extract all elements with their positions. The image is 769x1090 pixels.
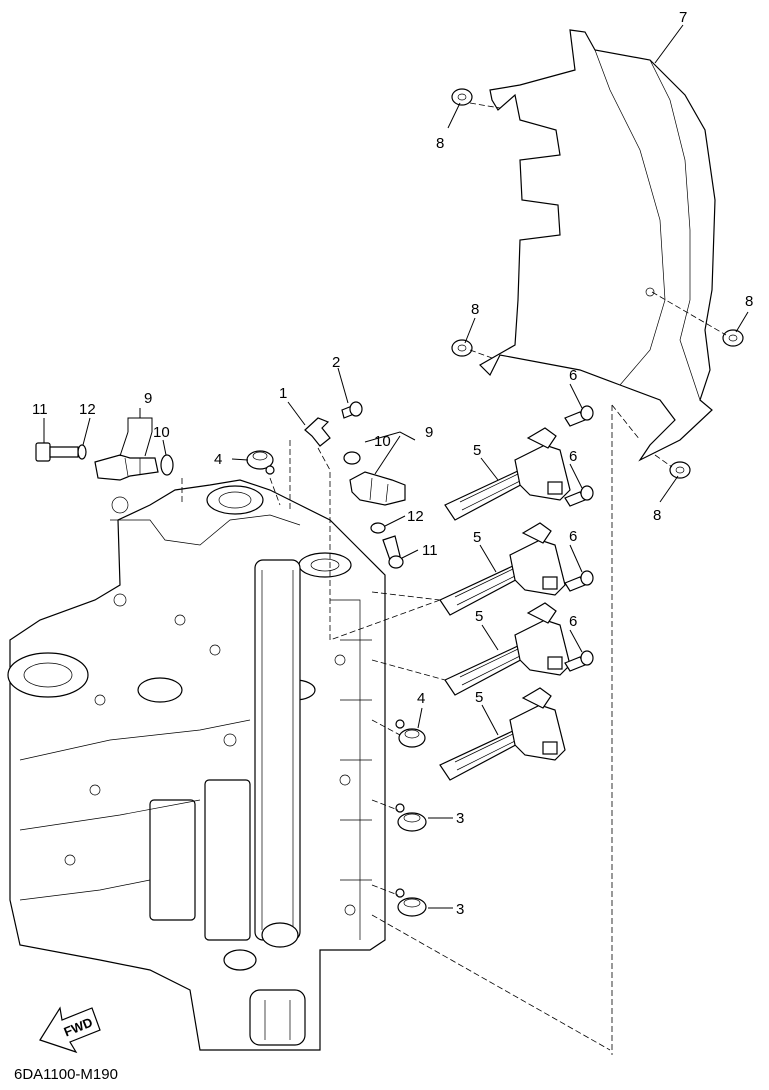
- bolt-11-right: [382, 535, 404, 569]
- ignition-coil-1: [444, 427, 571, 521]
- callout-6d: 6: [569, 613, 577, 630]
- oring-10-left: [160, 454, 174, 476]
- callout-9a: 9: [144, 390, 152, 407]
- bolt-11-left: [35, 442, 79, 462]
- washer-12-right: [370, 522, 386, 534]
- callout-11b: 11: [422, 542, 438, 559]
- callout-6c: 6: [569, 528, 577, 545]
- ignition-coil-cover: [479, 29, 716, 462]
- callout-5b: 5: [473, 529, 481, 546]
- clamp-4-upper: [246, 450, 275, 475]
- callout-5c: 5: [475, 608, 483, 625]
- callout-8a: 8: [436, 135, 444, 152]
- clamp-3-a: [395, 803, 427, 832]
- callout-1: 1: [279, 385, 287, 402]
- ignition-coil-3: [444, 602, 571, 696]
- ignition-coil-4: [439, 687, 566, 781]
- grommet-bottom: [669, 461, 691, 479]
- callout-8d: 8: [653, 507, 661, 524]
- callout-4a: 4: [214, 451, 222, 468]
- callout-9b: 9: [425, 424, 433, 441]
- fwd-arrow-icon: FWD: [39, 1006, 101, 1054]
- callout-10a: 10: [153, 424, 170, 441]
- grommet-right: [722, 329, 744, 347]
- bolt-6-a: [564, 405, 594, 427]
- oring-10-right: [343, 451, 361, 465]
- callout-10b: 10: [374, 433, 391, 450]
- bolt-6-d: [564, 650, 594, 672]
- callout-4b: 4: [417, 690, 425, 707]
- callout-7: 7: [679, 9, 687, 26]
- bracket-1: [304, 417, 331, 447]
- callout-8c: 8: [745, 293, 753, 310]
- callout-12b: 12: [407, 508, 424, 525]
- diagram-code: 6DA1100-M190: [14, 1066, 118, 1083]
- callout-5a: 5: [473, 442, 481, 459]
- sensor-9-left: [94, 454, 159, 481]
- engine-block: [7, 479, 386, 1051]
- leader-lines: [43, 24, 749, 1055]
- callout-12a: 12: [79, 401, 96, 418]
- callout-11a: 11: [32, 401, 48, 418]
- sensor-9-right: [349, 471, 406, 506]
- clamp-4-lower: [395, 719, 426, 748]
- grommet-mid-left: [451, 339, 473, 357]
- callout-6a: 6: [569, 367, 577, 384]
- callout-3a: 3: [456, 810, 464, 827]
- clamp-3-b: [395, 888, 427, 917]
- screw-2: [341, 401, 363, 419]
- bolt-6-b: [564, 485, 594, 507]
- callout-labels: 1 2 3 3 4 4 5 5 5 5 6 6 6 6 7 8 8 8 8 9 …: [32, 9, 753, 918]
- callout-8b: 8: [471, 301, 479, 318]
- callout-3b: 3: [456, 901, 464, 918]
- callout-2: 2: [332, 354, 340, 371]
- callout-5d: 5: [475, 689, 483, 706]
- callout-6b: 6: [569, 448, 577, 465]
- grommet-top: [451, 88, 473, 106]
- ignition-coil-2: [439, 522, 566, 616]
- bolt-6-c: [564, 570, 594, 592]
- washer-12-left: [77, 444, 87, 460]
